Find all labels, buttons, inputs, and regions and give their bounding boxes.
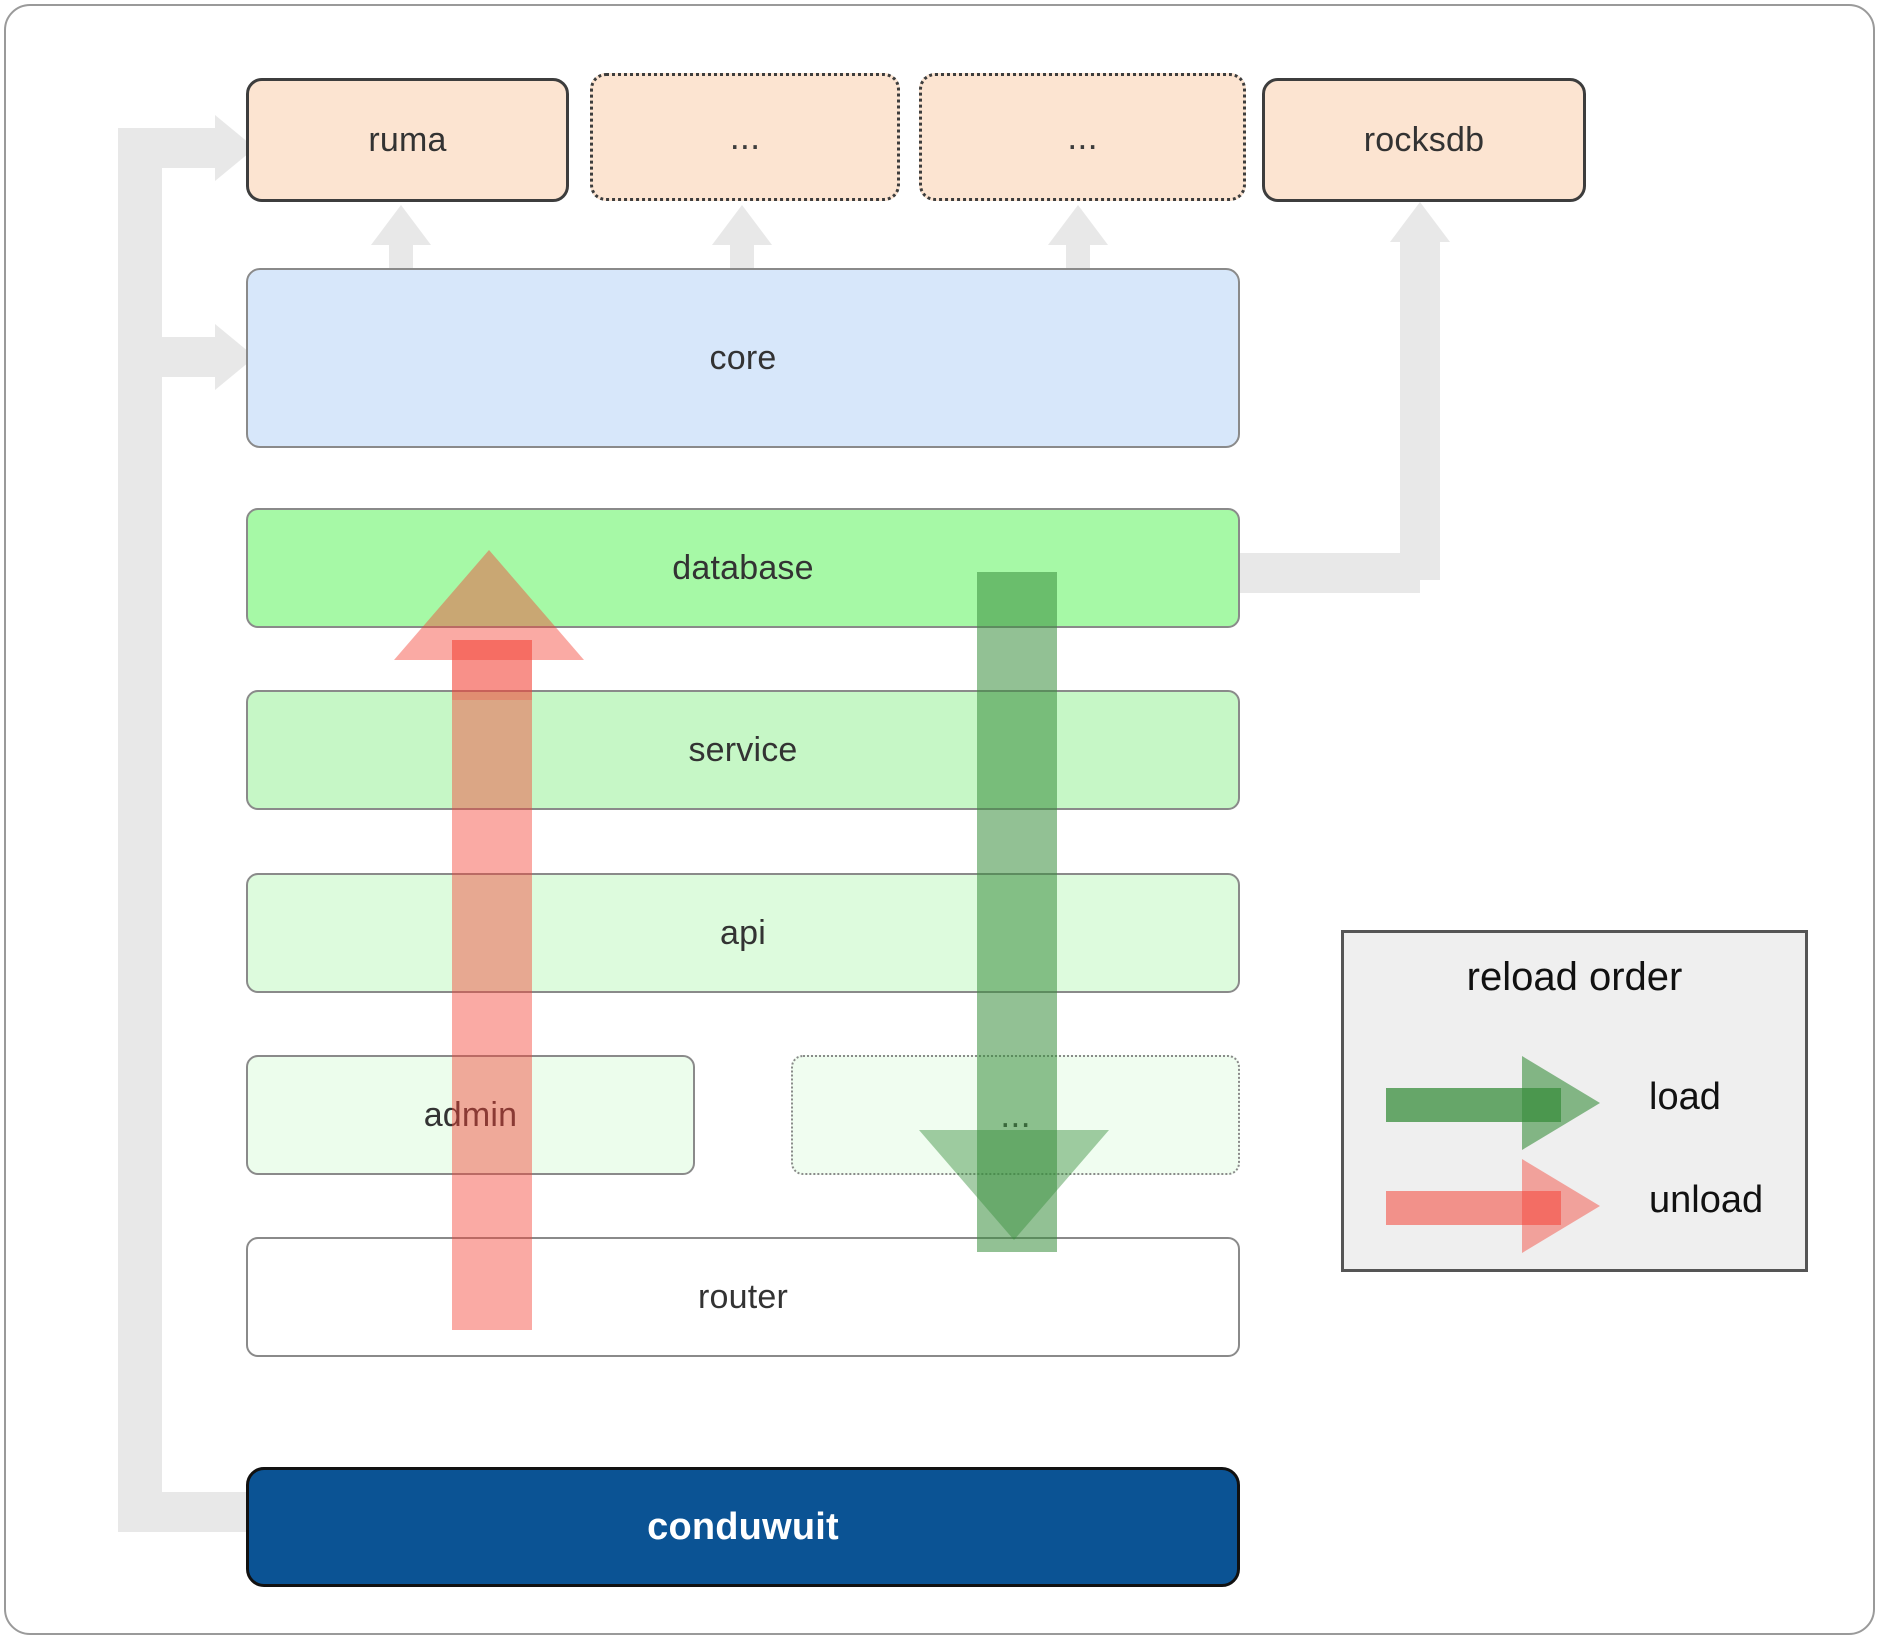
node-external-dots-2-label: ... — [1067, 115, 1098, 157]
node-admin[interactable]: admin — [246, 1055, 695, 1175]
node-external-dots-2[interactable]: ... — [919, 73, 1246, 201]
node-conduwuit-label: conduwuit — [647, 1505, 839, 1548]
node-rocksdb[interactable]: rocksdb — [1262, 78, 1586, 202]
unload-arrow-head-icon — [394, 550, 584, 660]
node-service-label: service — [688, 730, 798, 769]
legend-load-label: load — [1649, 1076, 1721, 1118]
node-api[interactable]: api — [246, 873, 1240, 993]
node-external-dots-1[interactable]: ... — [590, 73, 900, 201]
node-external-dots-1-label: ... — [729, 115, 761, 157]
legend-row-unload: unload — [1344, 1159, 1805, 1253]
diagram-frame — [4, 4, 1875, 1635]
connector-database-to-rocksdb-vertical — [1400, 240, 1440, 580]
node-service[interactable]: service — [246, 690, 1240, 810]
node-ruma[interactable]: ruma — [246, 78, 569, 202]
connector-core-to-dots1-arrow-icon — [712, 205, 772, 245]
connector-core-to-dots2-arrow-icon — [1048, 205, 1108, 245]
legend-unload-label: unload — [1649, 1179, 1764, 1221]
node-ruma-label: ruma — [368, 120, 447, 159]
unload-arrow-shaft — [452, 640, 532, 1330]
connector-core-to-ruma-arrow-icon — [371, 205, 431, 245]
load-arrow-shaft — [977, 572, 1057, 1252]
node-router-label: router — [697, 1277, 789, 1316]
node-rocksdb-label: rocksdb — [1363, 120, 1485, 159]
connector-branch-conduwuit — [118, 1492, 258, 1532]
node-admin-label: admin — [423, 1095, 518, 1134]
legend-load-arrowhead-icon — [1522, 1056, 1600, 1150]
node-database-label: database — [672, 548, 814, 587]
node-conduwuit[interactable]: conduwuit — [246, 1467, 1240, 1587]
node-api-label: api — [720, 913, 766, 952]
unload-arrow-notch — [452, 640, 532, 700]
node-core[interactable]: core — [246, 268, 1240, 448]
node-core-label: core — [709, 338, 777, 377]
node-database[interactable]: database — [246, 508, 1240, 628]
legend-title: reload order — [1466, 955, 1683, 999]
connector-arrow-rocksdb-icon — [1390, 202, 1450, 242]
legend-unload-shaft-icon — [1386, 1191, 1561, 1225]
node-router[interactable]: router — [246, 1237, 1240, 1357]
load-arrow-head-icon — [919, 1130, 1109, 1240]
legend-panel: reload order load unload — [1341, 930, 1808, 1272]
legend-unload-arrowhead-icon — [1522, 1159, 1600, 1253]
legend-row-load: load — [1344, 1056, 1805, 1150]
connector-database-to-rocksdb-horizontal — [1240, 553, 1420, 593]
